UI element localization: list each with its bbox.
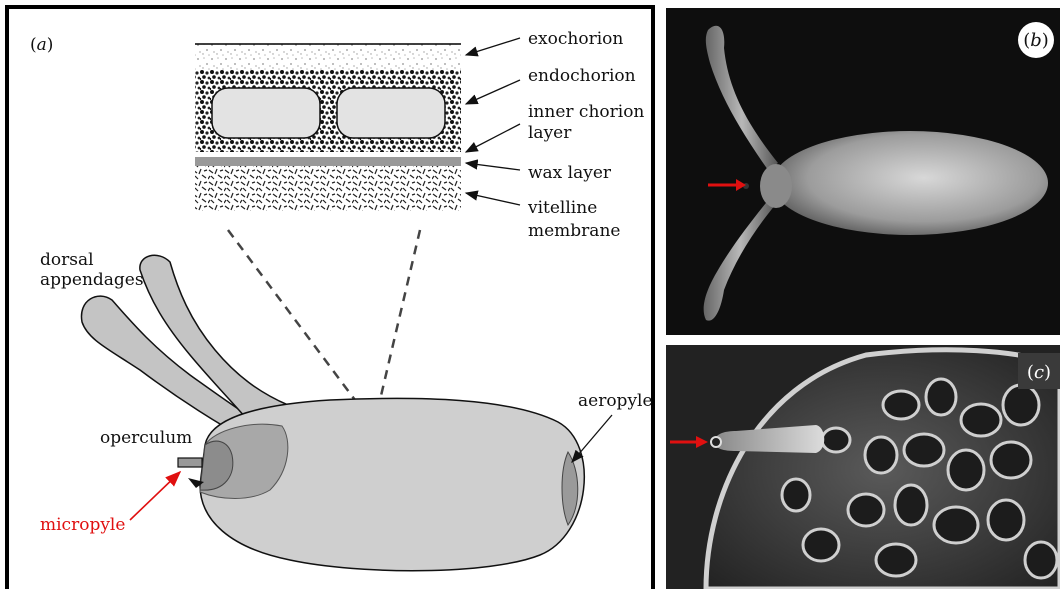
panel-a-diagram: (a) exochorion endochorion inner chorion… xyxy=(0,0,656,589)
exochorion-layer xyxy=(195,44,461,70)
label-vitelline-line2: membrane xyxy=(528,221,620,241)
vitelline-membrane-layer xyxy=(195,166,461,211)
label-vitelline-line1: vitelline xyxy=(527,198,597,218)
micropyle-stub xyxy=(178,458,202,467)
panel-a-label: (a) xyxy=(30,35,53,55)
wax-layer xyxy=(195,157,461,166)
chorion-cross-section xyxy=(195,44,461,211)
label-inner-chorion-line2: layer xyxy=(528,123,572,143)
label-wax-layer: wax layer xyxy=(528,163,612,183)
label-endochorion: endochorion xyxy=(528,66,636,86)
label-operculum: operculum xyxy=(100,428,192,448)
panel-b-label-badge: (b) xyxy=(1018,22,1054,58)
label-micropyle: micropyle xyxy=(40,515,125,535)
svg-text:(b): (b) xyxy=(1023,30,1049,51)
panel-c-micrograph: (c) xyxy=(666,345,1060,589)
endochorion-cavity-2 xyxy=(337,88,445,138)
label-dorsal-appendages-line2: appendages xyxy=(40,270,144,290)
label-aeropyle: aeropyle xyxy=(578,391,653,411)
micrograph-egg xyxy=(772,131,1048,235)
label-dorsal-appendages-line1: dorsal xyxy=(40,250,94,270)
panel-b-micrograph: (b) xyxy=(666,8,1060,335)
label-exochorion: exochorion xyxy=(528,29,623,49)
label-inner-chorion-line1: inner chorion xyxy=(528,102,644,122)
inner-chorion-layer xyxy=(195,152,461,157)
panel-c-label-badge: (c) xyxy=(1018,353,1060,389)
svg-text:(c): (c) xyxy=(1027,362,1051,383)
endochorion-cavity-1 xyxy=(212,88,320,138)
